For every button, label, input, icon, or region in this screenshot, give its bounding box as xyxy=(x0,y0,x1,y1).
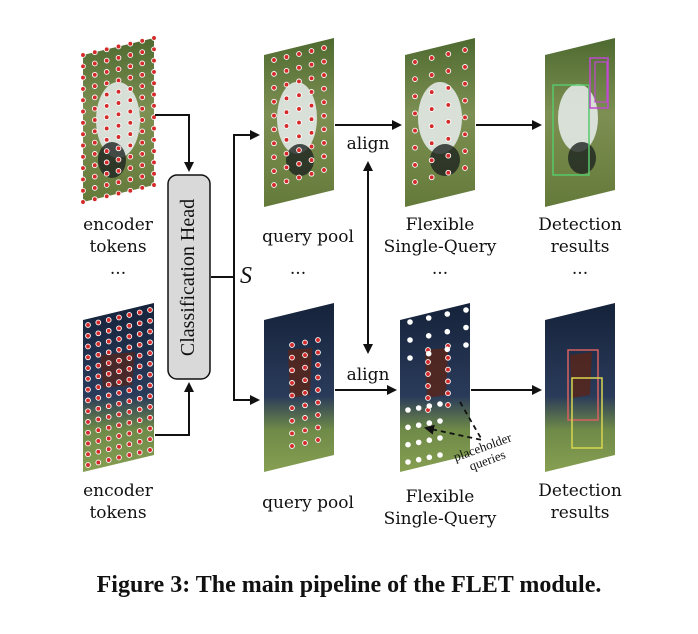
figure-caption: Figure 3: The main pipeline of the FLET … xyxy=(96,572,602,598)
label-align-top: align xyxy=(346,134,390,154)
panel-encoder-bottom xyxy=(83,303,154,472)
arrow-head-to-pool-bottom xyxy=(233,277,260,405)
panel-query-pool-top xyxy=(264,38,334,207)
classification-head-box xyxy=(167,174,211,380)
panel-query-pool-bottom xyxy=(264,303,334,472)
label-query-pool-top: query pool xyxy=(262,227,354,247)
panel-flexible-bottom xyxy=(400,303,470,472)
panel-encoder-top xyxy=(80,35,157,205)
score-symbol: S xyxy=(240,263,252,289)
panel-detection-top xyxy=(545,38,615,207)
ellipsis-pool: ... xyxy=(289,259,307,279)
arrow-encoder-bottom-to-head xyxy=(155,382,194,436)
label-align-bottom: align xyxy=(346,365,390,385)
detection-box-red xyxy=(567,349,599,421)
label-query-pool-bottom: query pool xyxy=(262,493,354,513)
panel-flexible-top xyxy=(405,38,475,207)
detection-box-magenta xyxy=(589,57,609,109)
ellipsis-detection: ... xyxy=(571,259,589,279)
ellipsis-encoder: ... xyxy=(109,259,127,279)
detection-box-green xyxy=(552,84,590,176)
connectors xyxy=(155,114,542,436)
detection-box-yellow xyxy=(571,377,603,449)
ellipsis-flexible: ... xyxy=(431,259,449,279)
classification-head-label: Classification Head xyxy=(177,198,200,356)
panel-detection-bottom xyxy=(545,303,615,472)
placeholder-arrow xyxy=(424,401,484,442)
arrow-encoder-top-to-head xyxy=(155,114,194,172)
arrow-head-to-pool-top xyxy=(233,130,260,277)
